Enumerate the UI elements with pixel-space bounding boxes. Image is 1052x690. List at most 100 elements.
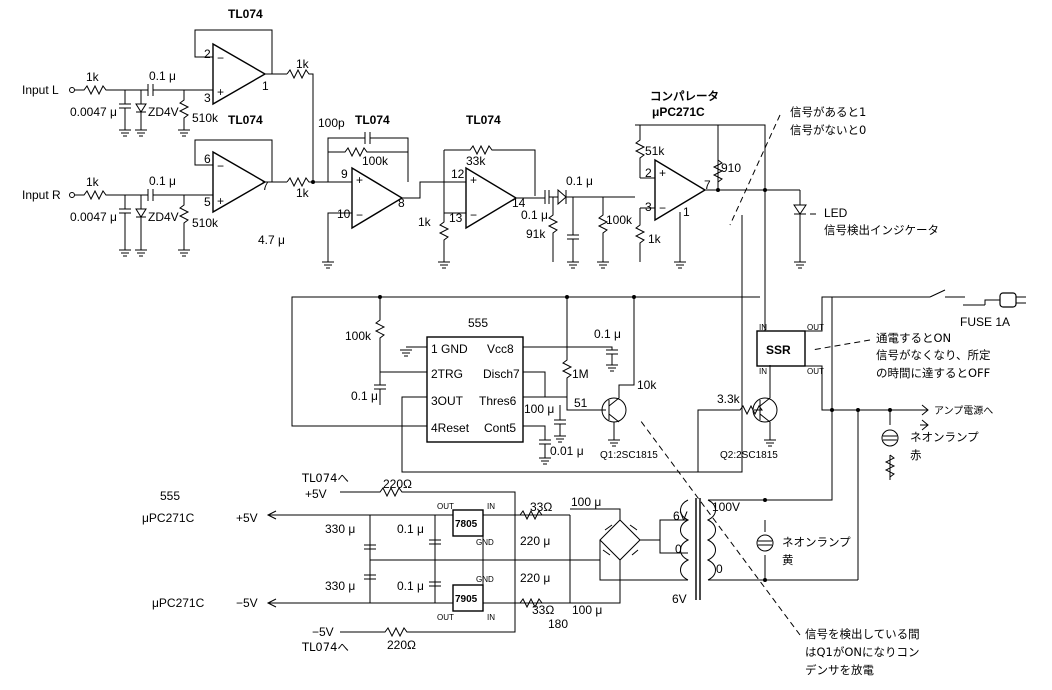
svg-text:IN: IN [759, 323, 767, 332]
svg-text:100k: 100k [606, 213, 633, 227]
svg-text:6V: 6V [672, 592, 687, 606]
input-l-label: Input L [22, 83, 59, 97]
svg-text:IN: IN [759, 367, 767, 376]
svg-text:100 μ: 100 μ [571, 495, 601, 509]
svg-text:Disch7: Disch7 [483, 367, 520, 381]
svg-text:0.1 μ: 0.1 μ [149, 174, 176, 188]
svg-text:330 μ: 330 μ [325, 522, 355, 536]
svg-text:GND: GND [476, 538, 494, 547]
svg-text:Vcc8: Vcc8 [487, 342, 514, 356]
neon-yellow-color: 黄 [782, 553, 794, 567]
svg-text:OUT: OUT [437, 502, 454, 511]
comparator-part: μPC271C [652, 105, 705, 119]
svg-text:GND: GND [476, 575, 494, 584]
svg-text:7: 7 [704, 178, 711, 192]
svg-text:100k: 100k [345, 329, 372, 343]
fuse-and-plug: FUSE 1A [929, 289, 1026, 329]
svg-text:1k: 1k [648, 232, 662, 246]
svg-text:100p: 100p [318, 116, 345, 130]
zener-l-label: ZD4V [148, 105, 179, 119]
svg-text:0.1 μ: 0.1 μ [594, 327, 621, 341]
svg-text:14: 14 [512, 196, 526, 210]
svg-text:7805: 7805 [455, 519, 478, 530]
opamp-2: TL074 −+ 6 5 7 1k 4.7 μ [194, 113, 340, 247]
svg-text:μPC271C: μPC271C [142, 511, 195, 525]
svg-text:−: − [470, 208, 477, 222]
psu-outputs: 555 μPC271C +5V TL074へ +5V 220Ω 330 μ 33… [142, 471, 516, 654]
svg-text:3.3k: 3.3k [717, 392, 741, 406]
svg-text:0.1 μ: 0.1 μ [566, 174, 593, 188]
regulator-positive: 7805 OUT IN GND 33Ω 220 μ 100 μ [370, 495, 601, 548]
input-l-stage: Input L 1k 0.1 μ 0.0047 μ ZD4V 510k [22, 69, 219, 137]
svg-text:1k: 1k [86, 175, 100, 189]
svg-text:91k: 91k [526, 227, 546, 241]
note-q1-2: はQ1がONになりコン [805, 645, 920, 659]
q1-label: Q1:2SC1815 [600, 450, 658, 461]
neon-yellow-label: ネオンランプ [782, 535, 851, 549]
svg-text:100k: 100k [362, 154, 389, 168]
bridge-rectifier [570, 508, 688, 604]
svg-text:51: 51 [574, 396, 588, 410]
svg-text:6: 6 [204, 152, 211, 166]
ssr: SSR IN IN OUT OUT 通電するとON 信号がなくなり、所定 の時間… [756, 190, 991, 411]
amp-power-label: アンプ電源へ [934, 404, 993, 417]
svg-text:OUT: OUT [437, 613, 454, 622]
svg-text:1k: 1k [296, 186, 310, 200]
svg-text:ZD4V: ZD4V [148, 210, 179, 224]
opamp-1: TL074 −+ 2 3 1 1k [194, 7, 314, 180]
led-desc: 信号検出インジケータ [824, 223, 939, 237]
svg-text:−5V: −5V [236, 596, 258, 610]
svg-text:4Reset: 4Reset [431, 421, 470, 435]
svg-text:220Ω: 220Ω [387, 638, 416, 652]
svg-text:+: + [217, 85, 224, 99]
svg-text:2TRG: 2TRG [431, 367, 463, 381]
led-indicator: LED 信号検出インジケータ [793, 190, 939, 269]
svg-text:10k: 10k [637, 378, 657, 392]
svg-text:+: + [470, 173, 477, 187]
svg-text:TL074へ: TL074へ [301, 640, 349, 654]
timer-title: 555 [468, 316, 488, 330]
r-in-l-label: 1k [86, 70, 100, 84]
svg-text:μPC271C: μPC271C [152, 596, 205, 610]
svg-text:1M: 1M [572, 367, 589, 381]
svg-text:510k: 510k [192, 216, 219, 230]
cap-4u7-label: 4.7 μ [258, 233, 285, 247]
transistor-q1: 10k Q1:2SC1815 [600, 297, 658, 461]
timer-555: 555 1 GND 2TRG 3OUT 4Reset Vcc8 Disch7 T… [291, 215, 760, 473]
input-r-stage: Input R 1k 0.1 μ 0.0047 μ ZD4V 510k [22, 174, 219, 257]
svg-text:1k: 1k [418, 215, 432, 229]
svg-text:9: 9 [341, 167, 348, 181]
regulator-negative: 7905 GND OUT IN 33Ω 180 220 μ 100 μ [370, 571, 602, 631]
svg-text:0.1 μ: 0.1 μ [521, 208, 548, 222]
svg-text:0.1 μ: 0.1 μ [397, 522, 424, 536]
svg-text:7905: 7905 [455, 594, 478, 605]
svg-text:0.1 μ: 0.1 μ [397, 579, 424, 593]
svg-text:0: 0 [716, 562, 723, 576]
ssr-label: SSR [766, 343, 791, 357]
svg-text:−: − [356, 208, 363, 222]
svg-text:+: + [356, 173, 363, 187]
svg-text:3OUT: 3OUT [431, 394, 464, 408]
svg-text:100 μ: 100 μ [524, 402, 554, 416]
svg-text:OUT: OUT [807, 367, 824, 376]
svg-text:100 μ: 100 μ [572, 603, 602, 617]
opamp-3-title: TL074 [355, 113, 390, 127]
svg-text:33k: 33k [466, 154, 486, 168]
svg-text:0.1 μ: 0.1 μ [351, 389, 378, 403]
svg-text:33Ω: 33Ω [530, 500, 552, 514]
svg-text:0.01 μ: 0.01 μ [550, 444, 584, 458]
svg-text:13: 13 [449, 211, 463, 225]
svg-text:6V: 6V [673, 509, 688, 523]
svg-text:12: 12 [451, 167, 465, 181]
q2-label: Q2:2SC1815 [720, 450, 778, 461]
svg-text:TL074へ: TL074へ [301, 471, 349, 485]
svg-text:IN: IN [487, 613, 495, 622]
c-in-l-label: 0.1 μ [149, 69, 176, 83]
svg-text:3: 3 [645, 200, 652, 214]
svg-text:8: 8 [398, 196, 405, 210]
svg-text:IN: IN [487, 502, 495, 511]
note-signal-1: 信号があると1 [790, 105, 866, 119]
comparator: コンパレータ μPC271C +− 2 3 7 1 51k 1k 910 [634, 89, 800, 269]
svg-text:33Ω: 33Ω [532, 603, 554, 617]
